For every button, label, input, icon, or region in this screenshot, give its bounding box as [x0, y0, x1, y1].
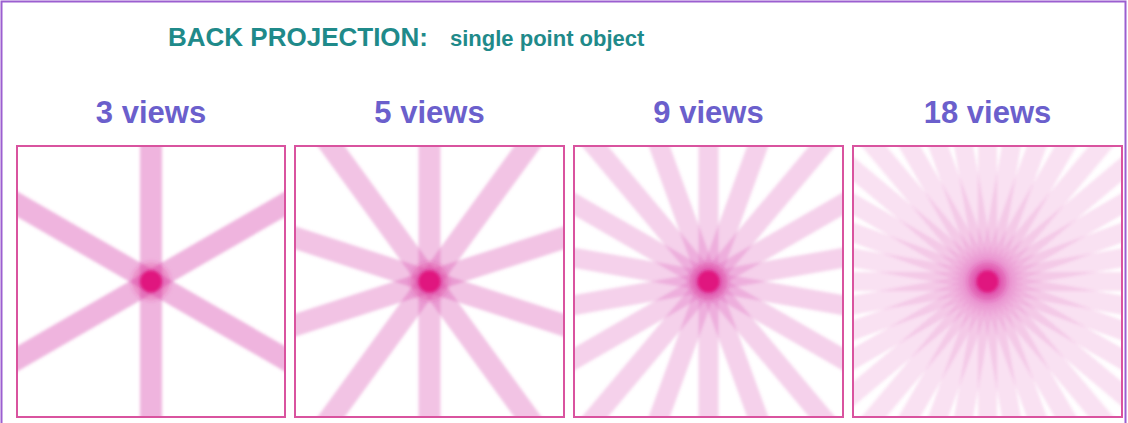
projection-beam — [140, 147, 162, 416]
point-halo — [969, 263, 1007, 301]
projection-beam — [296, 201, 563, 362]
projection-beam — [942, 147, 1032, 416]
beam-group — [18, 147, 284, 416]
projection-beam — [899, 147, 1077, 416]
projection-beam — [858, 147, 1118, 416]
view-count-label: 5 views — [296, 95, 563, 131]
title-row: BACK PROJECTION: single point object — [168, 22, 644, 53]
projection-beam — [296, 147, 563, 416]
projection-beam — [854, 147, 1121, 416]
projection-beam — [620, 147, 798, 416]
view-box: 5 views — [294, 145, 565, 418]
projection-beam — [575, 236, 842, 326]
subtitle: single point object — [450, 26, 644, 52]
view-box: 18 views — [852, 145, 1123, 418]
view-box: 3 views — [16, 145, 286, 418]
beam-pattern — [575, 147, 842, 416]
projection-beam — [575, 236, 842, 326]
projection-beam — [575, 147, 842, 416]
projection-beam — [854, 152, 1121, 412]
projection-beam — [296, 147, 563, 416]
projection-beam — [575, 152, 842, 412]
projection-beam — [18, 152, 284, 412]
projection-beam — [419, 147, 441, 416]
point-object — [419, 271, 441, 293]
projection-beam — [18, 152, 284, 412]
beam-pattern — [18, 147, 284, 416]
projection-beam — [575, 147, 842, 416]
view-count-label: 3 views — [18, 95, 284, 131]
beam-group — [854, 147, 1121, 416]
projection-beam — [699, 147, 719, 416]
projection-beam — [296, 201, 563, 362]
view-count-label: 18 views — [854, 95, 1121, 131]
beam-patterns — [0, 22, 1128, 423]
beam-group — [296, 147, 563, 416]
view-box: 9 views — [573, 145, 844, 418]
beam-pattern — [854, 147, 1121, 416]
point-object — [140, 271, 162, 293]
point-halo — [132, 263, 170, 301]
beam-group — [575, 147, 842, 416]
point-halo — [690, 263, 728, 301]
beam-pattern — [296, 147, 563, 416]
diagram-title: BACK PROJECTION: — [168, 22, 428, 53]
point-halo — [411, 263, 449, 301]
point-object — [698, 271, 720, 293]
projection-beam — [620, 147, 798, 416]
projection-beam — [854, 147, 1121, 416]
projection-beam — [575, 152, 842, 412]
view-count-label: 9 views — [575, 95, 842, 131]
point-object — [977, 271, 999, 293]
